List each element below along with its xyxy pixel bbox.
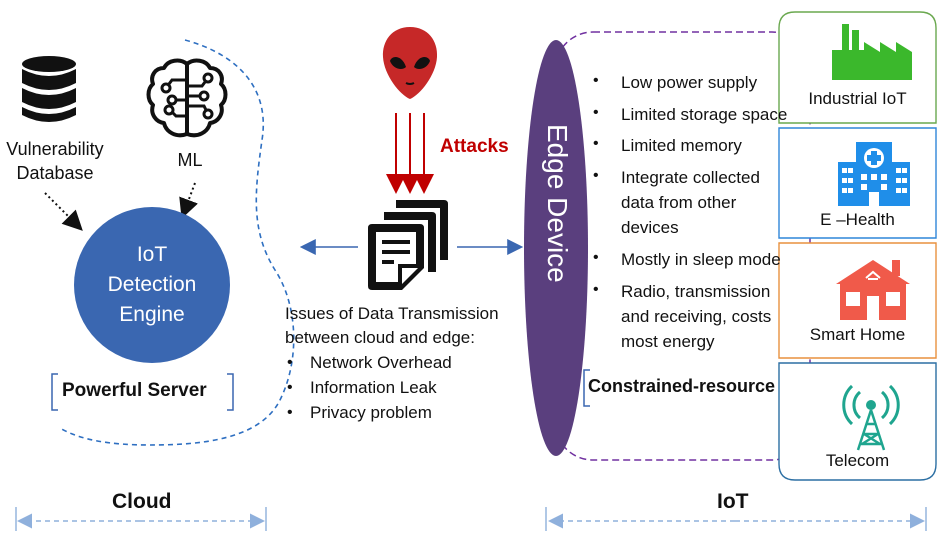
constraint-item: Limited storage space	[621, 105, 788, 124]
edge-device-ellipse	[524, 40, 588, 456]
arrow-ml-to-engine	[179, 182, 198, 219]
constraint-bullet: •	[593, 281, 599, 298]
domain-label-telecom: Telecom	[825, 451, 890, 470]
bracket-left-server	[51, 373, 58, 411]
issue-bullet: •	[287, 404, 293, 421]
constraint-item: Mostly in sleep mode	[621, 250, 781, 269]
constraint-item-continued: and receiving, costs	[621, 307, 772, 326]
issue-item: Network Overhead	[310, 353, 452, 372]
issues-heading-line-2: between cloud and edge:	[285, 328, 475, 347]
database-icon	[22, 56, 76, 122]
attacks-label: Attacks	[440, 136, 509, 157]
cloud-boundary	[59, 39, 295, 446]
issue-item: Information Leak	[310, 378, 437, 397]
powerful-server-label: Powerful Server	[62, 380, 207, 401]
constraint-item: Integrate collected	[621, 168, 760, 187]
issues-heading-line-1: Issues of Data Transmission	[285, 304, 499, 323]
detection-engine-circle: IoT Detection Engine	[74, 207, 230, 363]
constraint-bullet: •	[593, 249, 599, 266]
constraint-bullet: •	[593, 104, 599, 121]
iot-zone-label: IoT	[717, 490, 749, 513]
domain-label-ehealth: E –Health	[820, 210, 895, 229]
domain-label-industrial-iot: Industrial IoT	[808, 89, 907, 108]
domain-label-smart-home: Smart Home	[809, 325, 906, 344]
issue-bullet: •	[287, 379, 293, 396]
detection-engine-label: IoT Detection Engine	[107, 243, 197, 326]
constrained-resource-label: Constrained-resource	[588, 376, 776, 396]
antenna-icon	[842, 384, 900, 451]
bracket-right-server	[227, 373, 234, 411]
issue-item: Privacy problem	[310, 403, 432, 422]
issue-bullet: •	[287, 354, 293, 371]
constraint-bullet: •	[593, 135, 599, 152]
brain-icon	[146, 58, 228, 138]
constraint-bullet: •	[593, 72, 599, 89]
constraint-item: Radio, transmission	[621, 282, 771, 301]
hospital-icon	[838, 142, 910, 206]
vulnerability-database-label: Vulnerability Database	[6, 139, 104, 183]
cloud-zone-label: Cloud	[112, 490, 172, 513]
documents-icon	[368, 200, 448, 290]
factory-icon	[832, 24, 912, 80]
bracket-left-constrained	[583, 369, 590, 407]
ml-label: ML	[177, 150, 203, 170]
edge-device-label: Edge Device	[542, 124, 573, 283]
constraint-item-continued: devices	[621, 218, 679, 237]
constraint-item: Low power supply	[621, 73, 758, 92]
arrow-vulndb-to-engine	[44, 192, 83, 231]
house-icon	[836, 260, 910, 320]
constraint-item-continued: most energy	[621, 332, 715, 351]
iot-boundary	[554, 31, 811, 461]
constraint-bullet: •	[593, 167, 599, 184]
constraint-item-continued: data from other	[621, 193, 737, 212]
attacker-alien-icon	[382, 27, 438, 99]
constraint-item: Limited memory	[621, 136, 742, 155]
card-telecom	[778, 362, 937, 481]
